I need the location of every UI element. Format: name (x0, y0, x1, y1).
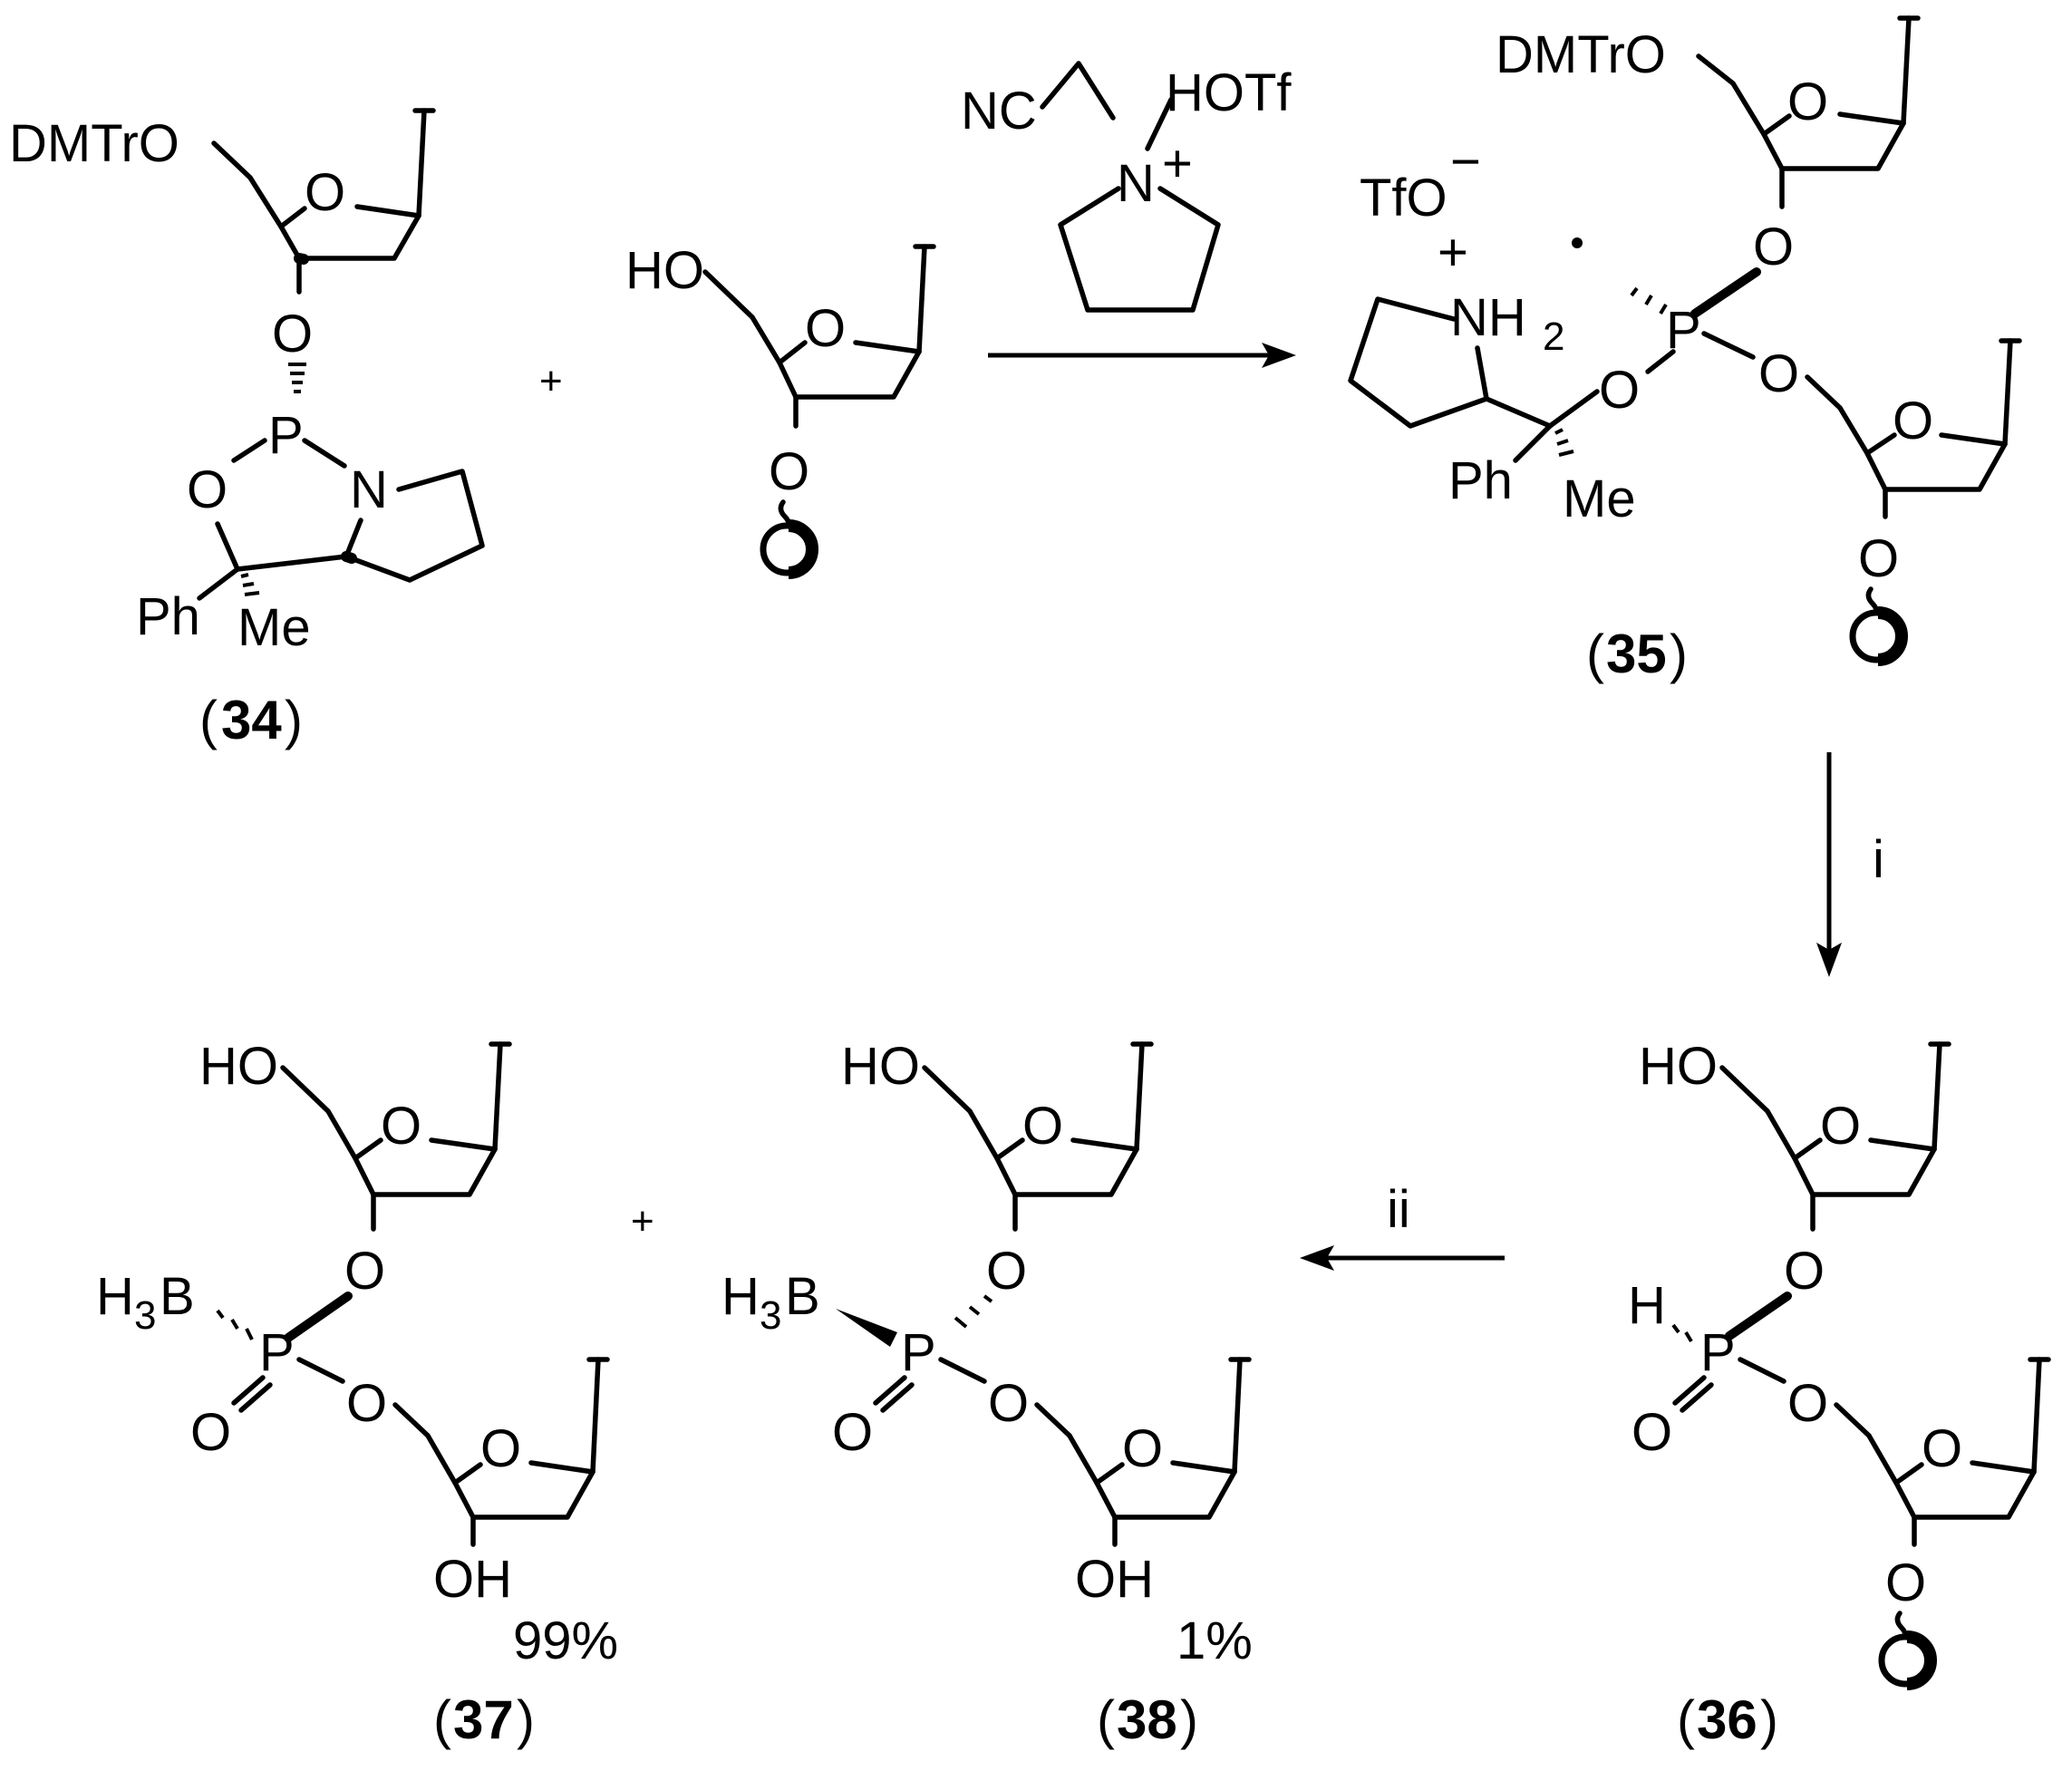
compound-number: 37 (453, 1689, 514, 1750)
o-d-label: O (1858, 529, 1899, 588)
yield-label: 1% (1176, 1611, 1253, 1670)
supported-nucleoside: HO O T O (625, 241, 936, 579)
o-b-label: O (1787, 1374, 1828, 1433)
condition-ii-label: ii (1387, 1180, 1410, 1239)
paren-open: ( (199, 690, 218, 750)
hydroxyl-3-label: OH (1075, 1550, 1154, 1609)
bh3-h: H (96, 1267, 134, 1326)
o-c-label: O (1758, 344, 1799, 403)
compound-35: DMTrO O T O P O O O T O T (1348, 15, 2022, 684)
compound-number: 34 (221, 690, 282, 750)
positive-charge: + (1162, 134, 1193, 193)
plus-sign-bottom: + (631, 1199, 654, 1243)
oxo-label: O (190, 1403, 231, 1462)
phenyl-label: Ph (1448, 451, 1513, 510)
hydroxyl-label: HO (1639, 1037, 1718, 1096)
ring-oxygen: O (305, 163, 345, 222)
o-b-label: O (346, 1374, 387, 1433)
ring-oxygen-top: O (1022, 1097, 1063, 1156)
o-b-label: O (1599, 361, 1640, 420)
phosphorus: P (259, 1323, 295, 1382)
bh3-subscript: 3 (134, 1293, 156, 1338)
methyl-label: Me (237, 598, 311, 657)
o-a-label: O (1753, 218, 1794, 276)
bh3-subscript: 3 (760, 1293, 781, 1338)
phosphorus: P (268, 406, 304, 465)
phenyl-label: Ph (136, 587, 200, 646)
o-b-label: O (988, 1374, 1029, 1433)
paren-open: ( (1677, 1689, 1695, 1750)
paren-open: ( (1586, 624, 1604, 684)
ring-o: O (187, 460, 228, 519)
compound-38: HO O T O P H 3 B O O O T OH 1% ( 38 ) (721, 1037, 1253, 1750)
hotf-label: HOTf (1166, 63, 1292, 122)
ring-oxygen-bottom: O (480, 1419, 521, 1478)
bh3-b: B (785, 1267, 820, 1326)
o3-label: O (769, 442, 809, 501)
triflate-label: TfO (1360, 169, 1447, 227)
bh3-h: H (721, 1267, 760, 1326)
negative-charge: − (1450, 132, 1481, 191)
hydrogen-label: H (1628, 1276, 1666, 1335)
o-a-label: O (1784, 1242, 1825, 1301)
paren-close: ) (1760, 1689, 1778, 1750)
condition-i-label: i (1873, 830, 1884, 889)
reaction-arrow-i: i (1816, 752, 1884, 977)
nitrile-label: NC (961, 82, 1037, 140)
compound-number: 36 (1697, 1689, 1757, 1750)
n-label: N (350, 460, 388, 519)
o3-label: O (272, 305, 313, 363)
hydroxyl-label: HO (841, 1037, 920, 1096)
hydroxyl-label: HO (625, 241, 704, 300)
ring-oxygen-top: O (1787, 73, 1828, 131)
o-c-label: O (1885, 1553, 1926, 1612)
ring-oxygen-top: O (1820, 1097, 1861, 1156)
bh3-b: B (160, 1267, 195, 1326)
ammonium-nh: NH (1450, 288, 1526, 347)
reaction-arrow-1 (988, 343, 1296, 368)
paren-close: ) (517, 1689, 535, 1750)
compound-37: HO O T O P H 3 B O O O T OH 99% ( 37 ) (96, 1037, 618, 1750)
compound-36: HO O T O P H O O O T O ( 36 ) (1628, 1037, 2051, 1750)
phosphorus: P (901, 1323, 936, 1382)
oxo-label: O (832, 1403, 873, 1462)
hydroxyl-3-label: OH (433, 1550, 512, 1609)
subscript-2: 2 (1543, 314, 1564, 359)
paren-close: ) (1180, 1689, 1198, 1750)
paren-close: ) (285, 690, 303, 750)
paren-open: ( (1097, 1689, 1115, 1750)
compound-34: DMTrO O T O P O N Ph Me (9, 108, 485, 750)
lone-pair-dot (1572, 237, 1583, 248)
methyl-label: Me (1563, 469, 1636, 528)
ring-oxygen-bottom: O (1893, 392, 1933, 450)
phosphorus: P (1700, 1323, 1736, 1382)
yield-label: 99% (513, 1611, 618, 1670)
ring-oxygen: O (805, 299, 846, 358)
ring-oxygen-bottom: O (1122, 1419, 1163, 1478)
plus-sign-top: + (539, 359, 563, 403)
compound-number: 35 (1606, 624, 1667, 684)
paren-close: ) (1670, 624, 1688, 684)
ammonium-n: N (1117, 154, 1155, 213)
oxo-label: O (1631, 1403, 1672, 1462)
o-a-label: O (344, 1242, 385, 1301)
paren-open: ( (433, 1689, 451, 1750)
dmtro-label: DMTrO (9, 114, 179, 173)
dmtro-label: DMTrO (1496, 25, 1666, 84)
reaction-arrow-ii: ii (1300, 1180, 1505, 1271)
ring-oxygen-top: O (381, 1097, 421, 1156)
reagent-salt: NC HOTf N + (961, 61, 1292, 313)
ring-oxygen-bottom: O (1922, 1419, 1962, 1478)
compound-number: 38 (1117, 1689, 1177, 1750)
o-a-label: O (986, 1242, 1027, 1301)
positive-charge: + (1438, 223, 1468, 282)
hydroxyl-label: HO (199, 1037, 278, 1096)
